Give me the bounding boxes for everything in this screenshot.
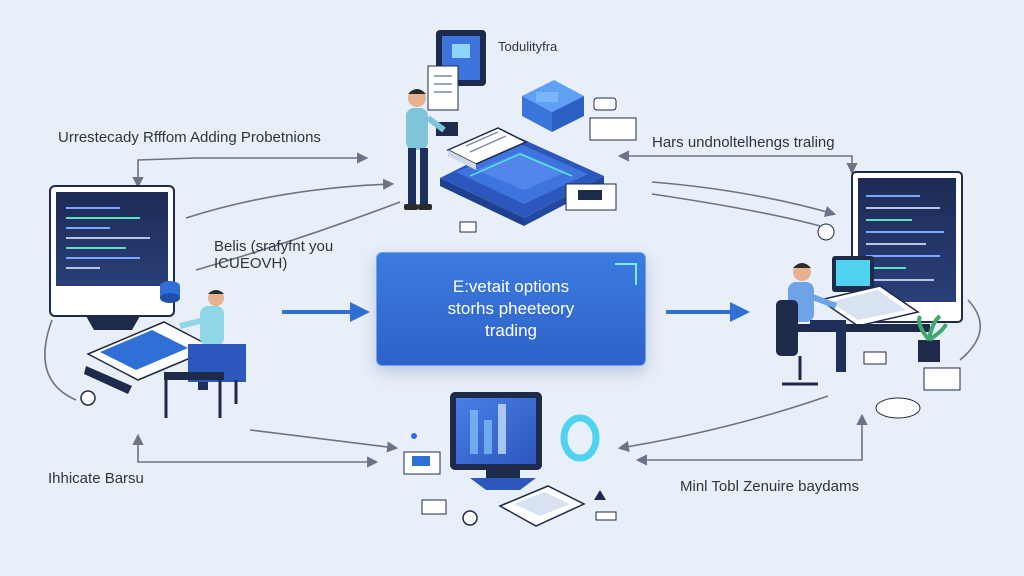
arrow-left-diagonal-2 xyxy=(195,201,401,271)
arrow-bottom-right-diag xyxy=(617,395,829,453)
connector-arrows xyxy=(44,150,982,468)
label-top-left: Urrestecady Rfffom Adding Probetnions xyxy=(58,129,321,146)
top-workstation xyxy=(404,30,637,233)
label-left-mid-2: ICUEOVH) xyxy=(214,255,288,272)
arrow-left-up xyxy=(132,157,197,189)
center-box: E:vetait options storhs pheeteory tradin… xyxy=(376,252,646,366)
cloud-icon xyxy=(875,397,921,419)
arrow-top-right xyxy=(617,150,858,175)
left-workstation xyxy=(49,185,246,418)
chair-icon xyxy=(776,300,798,356)
gear-icon xyxy=(80,390,96,406)
person-icon xyxy=(404,89,446,210)
label-left-mid-1: Belis (srafyfnt you xyxy=(214,238,334,255)
center-text-line-1: E:vetait options xyxy=(452,277,570,296)
arrow-left-diagonal-1 xyxy=(185,178,395,219)
arrow-bottom-left xyxy=(132,433,379,468)
corner-accent xyxy=(615,263,637,265)
ring-icon xyxy=(560,414,600,462)
corner-accent xyxy=(635,263,637,285)
label-top-right: Hars undnoltelhengs traling xyxy=(652,134,835,151)
plant-icon xyxy=(917,314,948,362)
label-bottom-right: Minl Tobl Zenuire baydams xyxy=(680,478,859,495)
small-box-icon xyxy=(589,117,637,141)
arrow-right-curve xyxy=(959,299,982,361)
arrow-right-diagonal-2 xyxy=(651,193,821,227)
right-workstation xyxy=(776,171,963,419)
label-top-device: Todulityfra xyxy=(498,39,558,54)
bottom-workstation xyxy=(403,392,617,527)
center-text-line-2: storhs pheeteory xyxy=(447,299,575,318)
center-text-line-3: trading xyxy=(485,321,537,340)
arrow-bottom-left-diag xyxy=(249,429,399,453)
arrow-bottom-right xyxy=(635,413,868,466)
arrow-right-diagonal-1 xyxy=(651,181,837,217)
arrow-left-curve xyxy=(44,319,77,401)
label-bottom-left: Ihhicate Barsu xyxy=(48,470,144,487)
